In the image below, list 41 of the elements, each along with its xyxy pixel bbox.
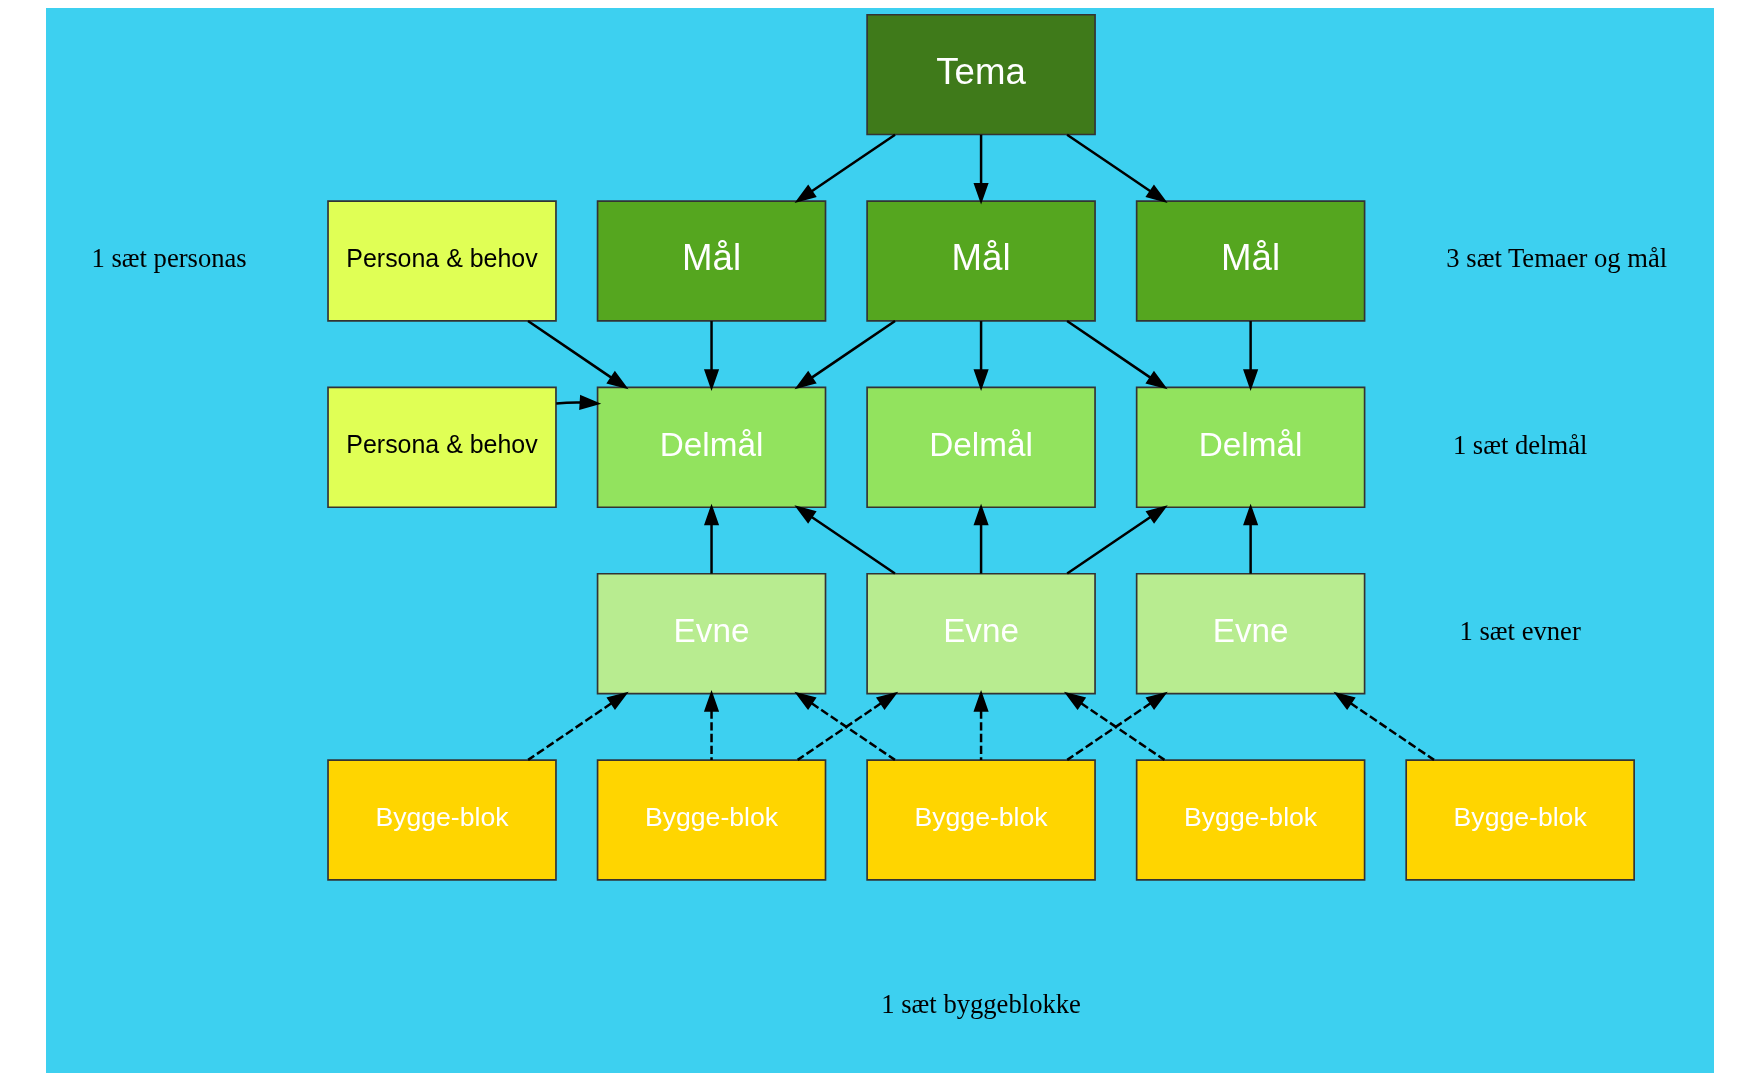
node-box: Persona & behov (327, 386, 557, 509)
label: 3 sæt Temaer og mål (1446, 243, 1668, 274)
arrow (794, 505, 896, 575)
arrow (794, 320, 896, 390)
arrow (703, 503, 720, 574)
node-box: Delmål (596, 386, 827, 509)
node-box: Bygge-blok (596, 759, 827, 881)
arrow (794, 133, 896, 203)
node-box: Bygge-blok (1405, 759, 1635, 881)
arrow (556, 394, 602, 410)
arrow (1243, 321, 1259, 391)
node-box: Persona & behov (327, 200, 557, 322)
node-box: Delmål (1135, 386, 1366, 509)
node-box: Bygge-blok (327, 759, 557, 881)
node-box: Evne (1135, 572, 1366, 695)
arrow (973, 321, 989, 391)
arrow (973, 134, 989, 205)
node-box: Delmål (866, 386, 1096, 509)
node-box: Evne (866, 572, 1096, 695)
arrow (1333, 691, 1435, 761)
arrow (1243, 503, 1259, 574)
arrow (973, 503, 989, 574)
arrow (1066, 505, 1168, 575)
label: 1 sæt delmål (1452, 429, 1588, 460)
arrow (527, 320, 629, 390)
node-box: Mål (596, 200, 827, 322)
label: 1 sæt personas (91, 243, 247, 274)
label: 1 sæt byggeblokke (881, 988, 1081, 1019)
arrow (1066, 133, 1168, 203)
arrow (703, 321, 720, 391)
node-box: Bygge-blok (866, 759, 1096, 881)
arrow (973, 689, 989, 760)
node-box: Mål (1135, 200, 1366, 322)
node-box: Evne (596, 572, 827, 695)
node-box: Mål (866, 200, 1096, 322)
arrow (703, 689, 720, 760)
node-box: Bygge-blok (1135, 759, 1366, 881)
label: 1 sæt evner (1459, 616, 1581, 646)
arrow (1066, 320, 1168, 390)
node-box: Tema (866, 13, 1096, 136)
arrow (527, 691, 629, 761)
